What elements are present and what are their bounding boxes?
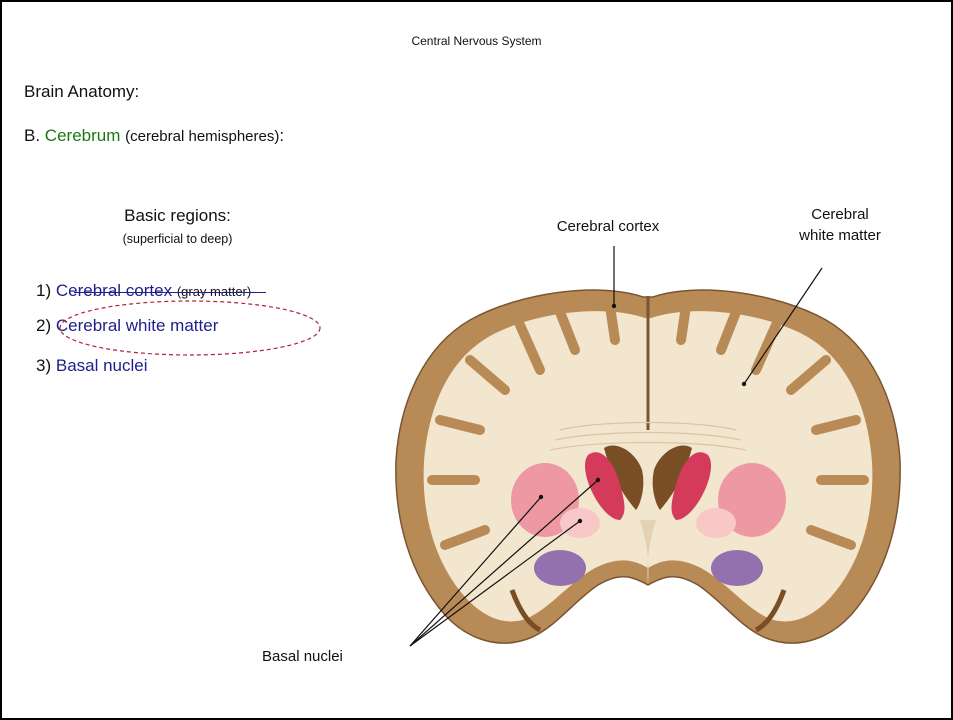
brain-coronal-section — [396, 290, 900, 643]
label-white-matter: white matter — [770, 227, 910, 244]
label-cerebral: Cerebral — [780, 206, 900, 223]
sulcus — [610, 306, 615, 340]
leader-dot — [596, 478, 600, 482]
purple-body-left — [534, 550, 586, 586]
globus-pallidus-right — [696, 508, 736, 538]
label-basal-nuclei: Basal nuclei — [262, 648, 410, 665]
highlight-ellipse — [60, 301, 320, 355]
leader-dot — [578, 519, 582, 523]
leader-dot — [612, 304, 616, 308]
label-cerebral-cortex: Cerebral cortex — [520, 218, 696, 235]
leader-dot — [742, 382, 746, 386]
sulcus — [681, 306, 686, 340]
purple-body-right — [711, 550, 763, 586]
leader-dot — [539, 495, 543, 499]
